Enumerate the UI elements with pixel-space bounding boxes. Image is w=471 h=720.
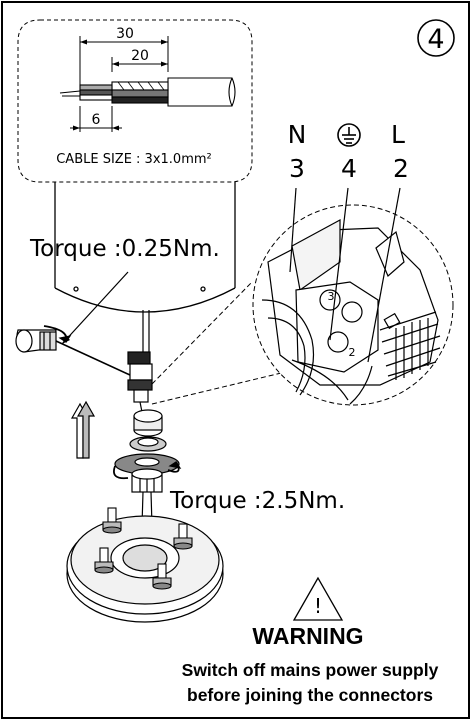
neutral-symbol: N <box>288 120 307 149</box>
cable-size-label: CABLE SIZE : 3x1.0mm² <box>56 152 212 167</box>
warning-line-1: Switch off mains power supply <box>182 660 439 680</box>
base-plate <box>66 515 224 623</box>
live-number: 2 <box>393 154 409 183</box>
terminal-mark-3: 3 <box>328 290 335 303</box>
terminal-mark-2: 2 <box>349 346 356 359</box>
cable-connector <box>127 351 153 413</box>
live-symbol: L <box>391 120 405 149</box>
warning-mark: ! <box>314 594 322 618</box>
cable-to-connector <box>142 310 150 352</box>
warning-title: WARNING <box>252 623 363 649</box>
dim-30-label: 30 <box>116 26 134 42</box>
stripped-cable-icon <box>59 77 236 107</box>
terminal-block-zoom: 3 2 <box>252 204 454 406</box>
step-number: 4 <box>417 19 455 57</box>
dim-20-label: 20 <box>131 48 149 64</box>
upward-arrow-icon <box>70 400 96 459</box>
warning-line-2: before joining the connectors <box>187 685 433 705</box>
earth-ground-icon <box>337 123 361 147</box>
base-studs <box>94 507 193 590</box>
gland-parts <box>113 409 182 561</box>
cable-detail: 30 20 6 CABLE SIZE : 3x1.0mm² <box>17 19 253 183</box>
earth-number: 4 <box>341 154 357 183</box>
step-number-label: 4 <box>427 24 444 55</box>
screwdriver-icon <box>15 325 131 376</box>
dim-6-label: 6 <box>92 112 101 128</box>
torque-gland-label: Torque :2.5Nm. <box>169 488 345 514</box>
terminal-leader-lines <box>289 187 401 363</box>
neutral-number: 3 <box>289 154 305 183</box>
zoom-callout-lines <box>151 281 303 405</box>
luminaire-body <box>54 180 236 313</box>
torque-screw-label: Torque :0.25Nm. <box>29 236 220 262</box>
torque-leader-line <box>61 271 129 345</box>
warning-triangle-icon: ! <box>292 576 344 621</box>
